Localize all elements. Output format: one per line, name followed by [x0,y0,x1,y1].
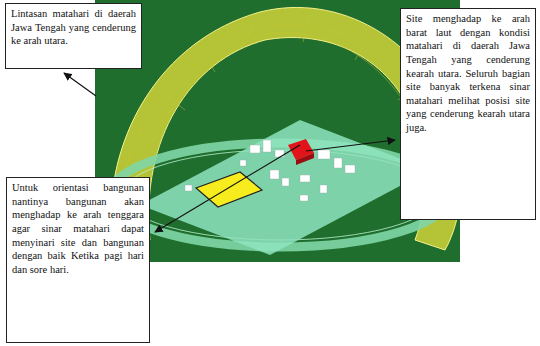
callout-text: Lintasan matahari di daerah Jawa Tengah … [11,7,136,48]
leader-line [64,73,96,96]
leader-line [155,145,300,232]
leader-line [306,140,395,151]
callout-box: Untuk orientasi bangunan nantinya bangun… [6,177,150,343]
callout-text: Site menghadap ke arah barat laut dengan… [406,12,530,135]
site-plane [140,120,430,255]
callout-text: Untuk orientasi bangunan nantinya bangun… [12,181,144,276]
callout-box: Lintasan matahari di daerah Jawa Tengah … [5,3,142,69]
callout-box: Site menghadap ke arah barat laut dengan… [400,8,536,220]
